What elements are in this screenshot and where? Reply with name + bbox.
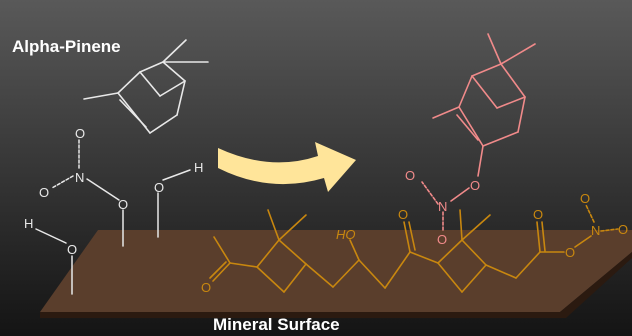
product-o-link: O <box>470 178 480 193</box>
nitrate-n: N <box>75 170 84 185</box>
surface-ester-o-carbonyl: O <box>533 207 543 222</box>
surface-ho: HO <box>336 227 356 242</box>
alpha-pinene-title: Alpha-Pinene <box>12 37 121 56</box>
mineral-surface-label: Mineral Surface <box>213 315 340 334</box>
product-n: N <box>438 199 447 214</box>
nitrate-o-left: O <box>39 185 49 200</box>
nitrate-o-top: O <box>75 126 85 141</box>
hydroxyl-h-right: H <box>194 160 203 175</box>
product-pinene-structure <box>421 33 536 233</box>
mineral-surface-edge <box>40 252 632 318</box>
hydroxyl-o-right: O <box>154 180 164 195</box>
alpha-pinene-structure <box>83 39 209 134</box>
hydroxyl-o-left: O <box>67 242 77 257</box>
product-o-bottom: O <box>437 232 447 247</box>
product-o-left: O <box>405 168 415 183</box>
surface-ketone-o-mid: O <box>398 207 408 222</box>
nitrate-o-bottom: O <box>118 197 128 212</box>
mineral-surface-slab <box>40 230 632 312</box>
surface-ester-o-link: O <box>565 245 575 260</box>
nitrate-bonds <box>51 139 120 201</box>
surface-ketone-o-left: O <box>201 280 211 295</box>
surface-o-right: O <box>618 222 628 237</box>
surface-n: N <box>591 223 600 238</box>
reaction-arrow <box>218 142 356 192</box>
surface-o-top: O <box>580 191 590 206</box>
hydroxyl-h-left: H <box>24 216 33 231</box>
hydroxyl-bonds <box>35 169 191 295</box>
surface-molecule-structure <box>209 204 619 293</box>
